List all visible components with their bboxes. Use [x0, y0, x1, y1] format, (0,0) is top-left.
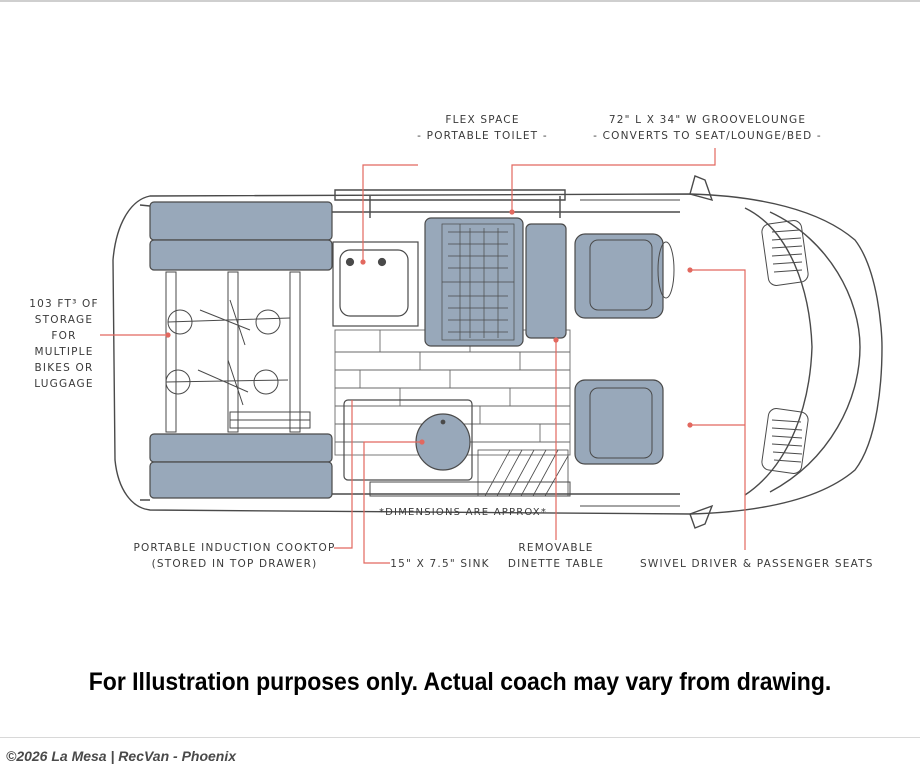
leader-lines	[100, 148, 746, 564]
passenger-seat	[574, 379, 664, 465]
rear-cushion-top-a	[149, 201, 333, 241]
label-storage: 103 FT³ OF STORAGE FOR MULTIPLE BIKES OR…	[29, 298, 99, 390]
rear-cushions	[149, 201, 333, 499]
hood-vent-bottom	[761, 408, 809, 474]
steering-wheel	[657, 241, 675, 299]
top-border	[0, 0, 920, 2]
rear-cushion-bottom-b	[149, 461, 333, 499]
label-dimensions-note: *DIMENSIONS ARE APPROX*	[378, 507, 548, 518]
label-cooktop: PORTABLE INDUCTION COOKTOP (STORED IN TO…	[133, 542, 336, 570]
right-mirror	[689, 504, 714, 529]
label-flex-space: FLEX SPACE - PORTABLE TOILET -	[417, 114, 548, 142]
dinette-cushion	[525, 223, 567, 339]
windshield	[744, 207, 813, 496]
rear-cushion-bottom-a	[149, 433, 333, 463]
galley	[343, 399, 473, 481]
label-seats: SWIVEL DRIVER & PASSENGER SEATS	[640, 558, 874, 570]
van-body-outline	[112, 193, 883, 515]
leader-groovelounge	[511, 148, 716, 212]
leader-flex-space	[362, 164, 418, 262]
left-mirror	[689, 175, 714, 202]
driver-seat	[574, 233, 664, 319]
leader-seats	[690, 269, 746, 550]
label-groovelounge: 72" L X 34" W GROOVELOUNGE - CONVERTS TO…	[593, 114, 822, 142]
leader-sink	[363, 441, 422, 564]
leader-cooktop	[334, 400, 353, 549]
label-sink: 15" X 7.5" SINK	[390, 558, 490, 570]
hood-vent-top	[761, 220, 809, 286]
step-well	[477, 449, 569, 497]
disclaimer-text: For Illustration purposes only. Actual c…	[88, 668, 832, 696]
groovelounge	[424, 217, 567, 347]
rear-cushion-top-b	[149, 239, 333, 271]
footer-divider	[0, 737, 920, 738]
toilet-cabinet	[332, 241, 419, 327]
bike-storage	[165, 271, 311, 433]
copyright-credit: ©2026 La Mesa | RecVan - Phoenix	[6, 748, 237, 764]
label-dinette: REMOVABLE DINETTE TABLE	[507, 542, 605, 570]
